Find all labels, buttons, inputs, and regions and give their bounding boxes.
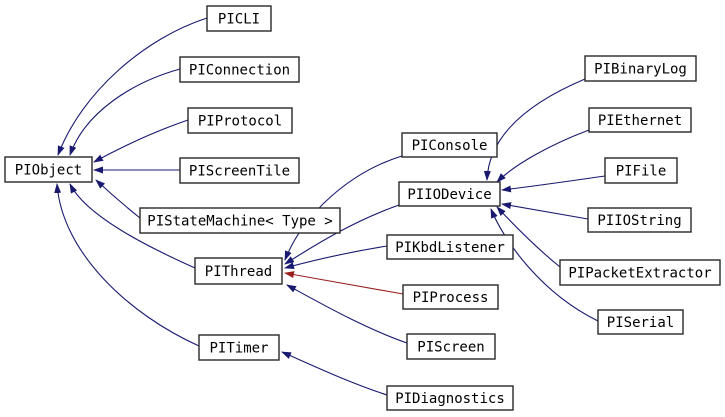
- edges-layer: [54, 17, 606, 396]
- class-label: PICLI: [218, 12, 260, 28]
- class-node-piprotocol[interactable]: PIProtocol: [187, 107, 293, 134]
- inheritance-edge-piprocess-to-pithread: [284, 271, 404, 295]
- class-box: [597, 309, 684, 335]
- class-box: [386, 385, 514, 411]
- class-node-pibinarylog[interactable]: PIBinaryLog: [584, 55, 697, 82]
- class-node-piiodevice[interactable]: PIIODevice: [398, 181, 501, 207]
- class-box: [187, 107, 293, 134]
- class-box: [401, 132, 498, 158]
- class-label: PIProtocol: [198, 114, 282, 130]
- class-node-piconnection[interactable]: PIConnection: [179, 56, 300, 83]
- inheritance-edge-pithread-to-piobject: [69, 183, 196, 269]
- class-node-piiostring[interactable]: PIIOString: [587, 207, 692, 233]
- inheritance-edge-piprotocol-to-piobject: [93, 119, 189, 163]
- class-label: PIIOString: [597, 213, 681, 229]
- class-label: PIScreenTile: [189, 164, 290, 180]
- inheritance-edge-piethernet-to-piiodevice: [496, 129, 590, 183]
- class-box: [139, 207, 341, 234]
- class-box: [559, 259, 721, 286]
- class-node-pitimer[interactable]: PITimer: [198, 334, 280, 361]
- inheritance-edge-picli-to-piobject: [57, 17, 208, 156]
- class-box: [179, 157, 300, 184]
- class-box: [406, 333, 496, 360]
- inheritance-edge-pistatemachine-to-piobject: [95, 179, 141, 219]
- class-node-piobject[interactable]: PIObject: [4, 156, 93, 183]
- class-label: PITimer: [209, 341, 268, 357]
- class-box: [179, 56, 300, 83]
- class-node-pidiagnostics[interactable]: PIDiagnostics: [386, 385, 514, 411]
- class-node-piconsole[interactable]: PIConsole: [401, 132, 498, 158]
- class-box: [4, 156, 93, 183]
- class-label: PIIODevice: [407, 187, 491, 203]
- class-node-pikbdlistener[interactable]: PIKbdListener: [386, 234, 514, 260]
- class-node-piserial[interactable]: PISerial: [597, 309, 684, 335]
- class-label: PIObject: [15, 163, 82, 179]
- inheritance-edge-pitimer-to-piobject: [54, 183, 200, 347]
- class-box: [198, 334, 280, 361]
- class-node-piprocess[interactable]: PIProcess: [402, 284, 499, 310]
- class-box: [587, 207, 692, 233]
- class-box: [588, 107, 692, 133]
- class-node-pistatemachine[interactable]: PIStateMachine< Type >: [139, 207, 341, 234]
- nodes-layer: PIObject PICLI PIConnectionPIProtocolPIScr…: [4, 5, 721, 411]
- class-box: [584, 55, 697, 82]
- class-node-piethernet[interactable]: PIEthernet: [588, 107, 692, 133]
- inheritance-edge-pibinarylog-to-piiodevice: [483, 78, 586, 181]
- class-box: [398, 181, 501, 207]
- inheritance-edge-pidiagnostics-to-pitimer: [281, 351, 388, 396]
- class-label: PIDiagnostics: [395, 391, 505, 407]
- inheritance-edge-piserial-to-piiodevice: [490, 208, 599, 322]
- class-label: PIStateMachine< Type >: [147, 214, 332, 230]
- class-label: PIThread: [205, 264, 272, 280]
- class-label: PISerial: [607, 315, 674, 331]
- class-node-picli[interactable]: PICLI: [206, 5, 272, 32]
- inheritance-edge-pikbdlistener-to-pithread: [284, 245, 388, 270]
- class-label: PIBinaryLog: [594, 62, 687, 78]
- class-node-piscreen[interactable]: PIScreen: [406, 333, 496, 360]
- inheritance-edge-pipacketextractor-to-piiodevice: [496, 206, 561, 268]
- class-box: [402, 284, 499, 310]
- class-node-pifile[interactable]: PIFile: [604, 157, 678, 184]
- class-node-pithread[interactable]: PIThread: [194, 257, 283, 285]
- class-node-pipacketextractor[interactable]: PIPacketExtractor: [559, 259, 721, 286]
- class-label: PIFile: [616, 164, 667, 180]
- class-label: PIConnection: [189, 63, 290, 79]
- class-box: [604, 157, 678, 184]
- inheritance-edge-piscreen-to-pithread: [286, 284, 408, 344]
- class-box: [194, 257, 283, 285]
- inheritance-edge-piconnection-to-piobject: [69, 68, 181, 156]
- class-label: PIPacketExtractor: [568, 266, 711, 282]
- inheritance-edge-pifile-to-piiodevice: [501, 175, 606, 193]
- class-node-piscreentile[interactable]: PIScreenTile: [179, 157, 300, 184]
- class-box: [386, 234, 514, 260]
- class-label: PIKbdListener: [395, 240, 505, 256]
- class-box: [206, 5, 272, 32]
- class-label: PIEthernet: [598, 113, 682, 129]
- inheritance-edge-piiostring-to-piiodevice: [501, 202, 589, 220]
- inheritance-edge-piconsole-to-pithread: [284, 155, 403, 261]
- class-label: PIProcess: [413, 290, 489, 306]
- class-label: PIConsole: [412, 138, 488, 154]
- class-label: PIScreen: [417, 340, 484, 356]
